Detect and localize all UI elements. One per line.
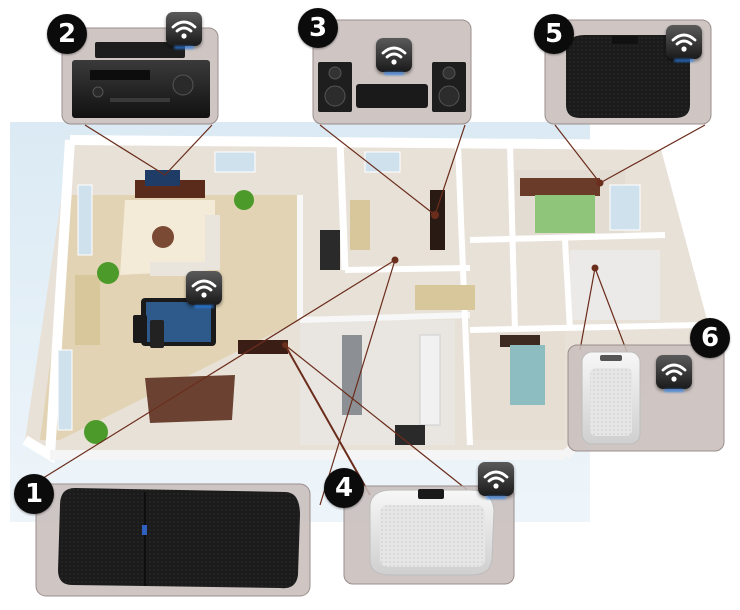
plant-2 <box>97 262 119 284</box>
bookshelf <box>320 230 340 270</box>
plant-3 <box>84 420 108 444</box>
window-top-2 <box>364 151 401 173</box>
connector-3b <box>434 124 466 216</box>
window-left-2 <box>57 349 73 431</box>
connector-4a <box>319 259 396 506</box>
phone-device-1 <box>133 315 147 343</box>
badge-5[interactable]: 5 <box>534 14 574 54</box>
wall-h <box>469 322 701 333</box>
sofa-room3 <box>350 200 370 250</box>
portable-speaker-device <box>581 351 641 445</box>
wifi-icon <box>186 271 222 305</box>
badge-6[interactable]: 6 <box>690 318 730 358</box>
av-receiver-device <box>72 42 210 118</box>
connector-4c <box>284 344 481 501</box>
plant-1 <box>234 190 254 210</box>
kitchen-floor <box>300 320 455 445</box>
wifi-icon <box>666 25 702 59</box>
stove <box>395 425 425 445</box>
tv <box>145 170 180 186</box>
wall-a <box>336 139 349 271</box>
connector-2a <box>84 124 166 176</box>
sideboard <box>75 275 100 345</box>
wifi-icon <box>166 12 202 46</box>
sofa-right <box>205 215 220 270</box>
desk <box>415 285 475 310</box>
connector-3a <box>319 124 436 216</box>
badge-2[interactable]: 2 <box>47 14 87 54</box>
wifi-icon <box>656 355 692 389</box>
outer-wall-top <box>69 135 720 332</box>
black-speaker-device <box>566 35 690 118</box>
soundbar-device <box>58 488 300 589</box>
center-hub <box>238 340 288 354</box>
connector-5a <box>554 124 601 184</box>
coffee-table <box>152 226 174 248</box>
wall-f <box>469 232 666 243</box>
tv-bedroom-3 <box>430 190 445 250</box>
wall-c <box>299 312 471 323</box>
bed-teal <box>510 345 545 405</box>
connector-5b <box>599 124 706 184</box>
connector-dots <box>282 179 604 348</box>
window-top-1 <box>214 151 256 173</box>
connector-6a <box>579 267 596 351</box>
wifi-icon <box>478 462 514 496</box>
wifi-icon <box>376 38 412 72</box>
wall-g <box>562 239 573 331</box>
bed-headboard <box>520 178 600 196</box>
dining-table <box>145 375 235 423</box>
window-left-1 <box>77 184 93 256</box>
bed2-headboard <box>500 335 540 347</box>
white-speaker-device <box>369 489 495 576</box>
connector-4b <box>284 344 371 496</box>
bed-green <box>535 195 595 233</box>
kitchen-counter <box>419 334 441 426</box>
wall-i <box>344 265 471 273</box>
kitchen-island <box>342 335 362 415</box>
connector-2b <box>164 124 213 176</box>
connector-1 <box>39 259 396 481</box>
badge-3[interactable]: 3 <box>298 8 338 48</box>
stereo-speakers-device <box>318 62 466 112</box>
window-bedroom <box>609 184 641 231</box>
badge-1[interactable]: 1 <box>14 474 54 514</box>
badge-4[interactable]: 4 <box>324 468 364 508</box>
phone-device-2 <box>150 320 164 348</box>
bath-floor <box>570 250 660 320</box>
floor-plan <box>22 135 720 464</box>
